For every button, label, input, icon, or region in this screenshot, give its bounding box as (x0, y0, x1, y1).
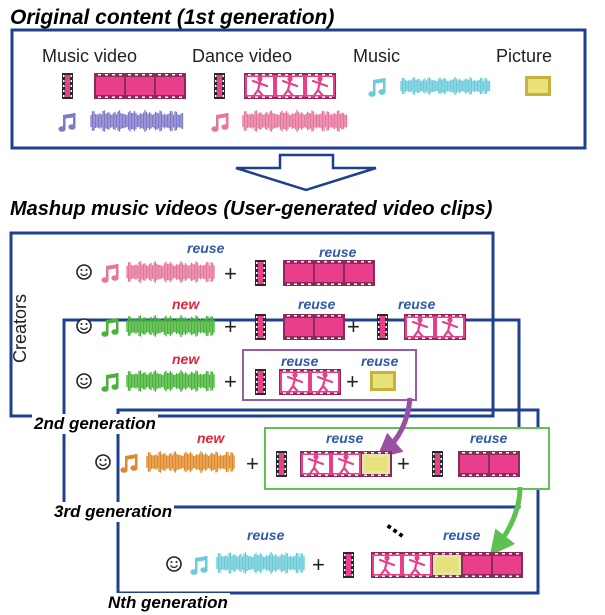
nth-generation-frame (116, 408, 540, 595)
down-arrow-icon (235, 153, 377, 192)
film-strip (404, 314, 466, 340)
reuse-tag: reuse (326, 430, 364, 446)
plus-sign: + (397, 451, 410, 476)
film-strip-icon (214, 73, 225, 99)
music-note-icon (120, 454, 138, 473)
audio-waveform (242, 110, 348, 132)
film-strip (371, 552, 523, 578)
film-strip (283, 260, 375, 286)
reuse-tag: reuse (319, 244, 357, 260)
new-tag: new (172, 351, 200, 367)
plus-sign: + (224, 369, 237, 394)
2nd-generation-frame (9, 231, 495, 418)
film-strip-icon (255, 260, 266, 286)
music-note-icon (101, 318, 119, 337)
new-tag: new (197, 430, 225, 446)
film-strip-icon (62, 73, 73, 99)
film-strip-icon (432, 451, 443, 477)
reuse-tag: reuse (361, 353, 399, 369)
creator-smiley-icon (166, 556, 182, 572)
audio-waveform (126, 370, 215, 392)
new-tag: new (172, 296, 200, 312)
film-strip (283, 314, 345, 340)
picture-icon (525, 76, 551, 96)
picture-label: Picture (496, 46, 553, 66)
music-note-icon (190, 556, 208, 575)
plus-sign: + (224, 261, 237, 286)
nth-generation-label: Nth generation (106, 593, 230, 613)
reuse-tag: reuse (187, 240, 225, 256)
film-strip-icon (255, 314, 266, 340)
music-note-icon (58, 113, 76, 132)
music-label: Music (353, 46, 401, 66)
audio-waveform (126, 315, 215, 337)
film-strip-icon (343, 552, 354, 578)
film-strip (300, 451, 392, 477)
film-strip (94, 73, 186, 99)
film-strip (279, 369, 341, 395)
original-content-frame (10, 28, 587, 150)
creator-smiley-icon (76, 264, 92, 280)
dance-video-label: Dance video (192, 46, 293, 66)
reuse-tag: reuse (247, 527, 285, 543)
music-video-label: Music video (42, 46, 138, 66)
film-strip (244, 73, 336, 99)
music-note-icon (101, 264, 119, 283)
music-note-icon (211, 113, 229, 132)
creator-smiley-icon (76, 318, 92, 334)
film-strip-icon (255, 369, 266, 395)
reuse-tag: reuse (443, 527, 481, 543)
film-strip-icon (377, 314, 388, 340)
plus-sign: + (312, 552, 325, 577)
reuse-tag: reuse (281, 353, 319, 369)
reuse-tag: reuse (398, 296, 436, 312)
picture-icon (370, 371, 396, 391)
audio-waveform (400, 77, 491, 95)
creator-smiley-icon (76, 373, 92, 389)
music-note-icon (101, 373, 119, 392)
creator-smiley-icon (95, 454, 111, 470)
mashup-heading: Mashup music videos (User-generated vide… (10, 198, 493, 220)
plus-sign: + (224, 314, 237, 339)
reuse-tag: reuse (298, 296, 336, 312)
plus-sign: + (246, 451, 259, 476)
audio-waveform (126, 261, 215, 283)
reuse-tag: reuse (470, 430, 508, 446)
audio-waveform (146, 451, 235, 473)
audio-waveform (216, 552, 305, 574)
original-content-heading: Original content (1st generation) (10, 6, 335, 29)
plus-sign: + (347, 314, 360, 339)
creators-label: Creators (10, 293, 31, 364)
arrow-2nd-to-3rd (376, 397, 413, 459)
film-strip-icon (276, 451, 287, 477)
3rd-generation-label: 3rd generation (52, 502, 175, 522)
music-note-icon (368, 78, 386, 97)
audio-waveform (90, 110, 184, 132)
2nd-generation-label: 2nd generation (32, 414, 158, 434)
arrow-3rd-to-nth (489, 486, 523, 556)
plus-sign: + (346, 369, 359, 394)
film-strip (458, 451, 520, 477)
